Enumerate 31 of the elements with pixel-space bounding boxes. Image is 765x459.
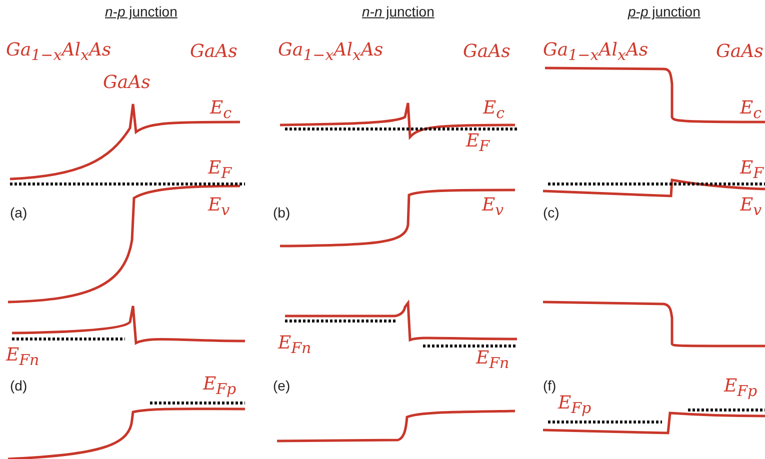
energy-level-label: E$_{F}$ [208,158,232,182]
material-label: GaAs [103,73,150,93]
material-label: Ga$_{1−x}$Al$_{x}$As [278,40,384,64]
panel-heading: p-p junction [628,4,700,20]
energy-level-label: E$_{v}$ [208,195,230,219]
panel-letter: (b) [273,205,290,221]
panel-letter: (d) [10,378,28,394]
material-label: GaAs [716,42,764,62]
energy-level-label: E$_{Fp}$ [724,376,758,400]
material-label: Ga$_{1−x}$Al$_{x}$As [543,40,648,64]
energy-level-label: E$_{v}$ [482,195,504,219]
panel-letter: (a) [10,205,28,221]
energy-level-label: E$_{c}$ [740,98,762,122]
energy-level-label: E$_{Fn}$ [476,348,510,372]
energy-level-label: E$_{Fn}$ [6,345,40,369]
energy-level-label: E$_{c}$ [483,98,505,122]
material-label: GaAs [463,42,510,62]
energy-level-label: E$_{Fp}$ [203,374,236,398]
energy-level-label: E$_{Fp}$ [558,393,592,417]
energy-level-label: E$_{F}$ [740,158,764,182]
panel-letter: (c) [543,205,560,221]
panel-letter: (f) [543,378,556,394]
material-label: GaAs [190,42,238,62]
energy-level-label: E$_{F}$ [466,131,490,155]
panel-letter: (e) [273,378,290,394]
panel-heading: n-p junction [105,4,178,20]
material-label: Ga$_{1−x}$Al$_{x}$As [6,40,112,64]
energy-level-label: E$_{Fn}$ [278,333,312,357]
energy-level-label: E$_{v}$ [740,195,762,219]
panel-heading: n-n junction [362,4,434,20]
energy-level-label: E$_{c}$ [210,98,232,122]
